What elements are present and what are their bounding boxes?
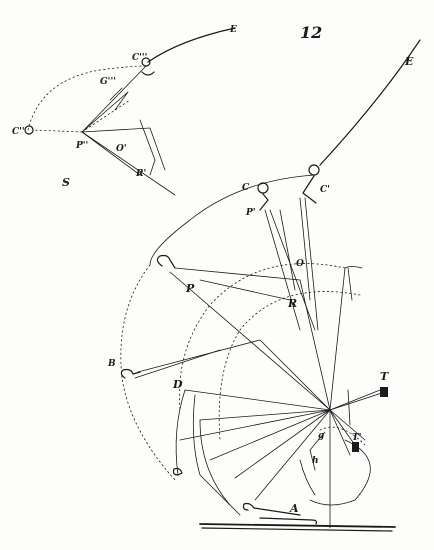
tool-T-icon xyxy=(380,387,388,397)
upper-limb-6 xyxy=(81,131,176,196)
leg-C1-d xyxy=(279,209,296,291)
ray-6 xyxy=(254,409,331,501)
ray-2 xyxy=(179,409,331,441)
line-to-T1 xyxy=(329,409,356,446)
foot-A xyxy=(242,502,301,516)
inner-arc-3 xyxy=(344,266,363,269)
outer-arc-solid xyxy=(319,39,421,166)
limb-D-3 xyxy=(199,419,231,506)
joint-C xyxy=(257,182,269,194)
upper-arc-to-E xyxy=(147,27,236,63)
hook-P xyxy=(156,254,176,269)
joint-C2 xyxy=(24,125,34,135)
leg-C-b xyxy=(264,209,301,331)
label-g: g xyxy=(318,431,324,441)
label-C: C xyxy=(242,183,250,193)
upper-dotted-arc xyxy=(27,65,146,131)
label-B: B xyxy=(107,359,116,369)
leg-C1-b xyxy=(299,197,311,301)
label-C3-upper: C''' xyxy=(132,53,147,63)
label-C2-upper: C'' xyxy=(12,127,25,137)
joint-C1 xyxy=(308,164,320,176)
inner-arc-1 xyxy=(179,263,346,411)
label-P2-upper: P'' xyxy=(75,141,88,151)
ray-7 xyxy=(329,267,346,411)
main-figure: E C C' P' O P R B D T T' g h A xyxy=(107,39,421,532)
line-P-3 xyxy=(199,279,291,301)
label-T1: T' xyxy=(352,433,361,443)
inner-arc-4 xyxy=(347,267,353,301)
line-B-1 xyxy=(137,339,331,411)
upper-limb-8 xyxy=(139,119,156,176)
label-R-upper: R' xyxy=(135,169,146,179)
label-E-right: E xyxy=(404,55,414,68)
tool-T1-icon xyxy=(352,442,359,452)
label-A: A xyxy=(289,502,299,515)
upper-limb-9 xyxy=(109,87,123,101)
ray-1 xyxy=(184,389,331,411)
ray-3 xyxy=(209,409,331,461)
label-P: P xyxy=(185,282,195,295)
ground-plank-top xyxy=(199,523,396,528)
label-R: R xyxy=(287,297,297,310)
upper-limb-1 xyxy=(81,65,147,133)
upper-hook xyxy=(141,71,155,76)
upper-limb-5 xyxy=(81,131,141,176)
label-O: O xyxy=(296,259,304,269)
line-P-1 xyxy=(174,267,331,411)
line-T-vert xyxy=(347,389,351,426)
label-T: T xyxy=(380,370,389,383)
ray-8 xyxy=(329,389,381,411)
label-D: D xyxy=(172,378,183,391)
sector-dotted xyxy=(319,426,366,446)
hook-B xyxy=(120,368,141,379)
foot-A-2 xyxy=(259,517,318,525)
label-O-upper: O' xyxy=(116,144,127,154)
upper-limb-7 xyxy=(81,99,131,133)
label-P1: P' xyxy=(245,208,256,218)
ray-10 xyxy=(329,409,351,456)
sector-arc-2 xyxy=(299,459,316,496)
upper-limb-3 xyxy=(32,129,83,133)
sector-arc xyxy=(309,439,371,506)
ray-9 xyxy=(329,409,366,441)
g-line xyxy=(309,431,326,471)
label-h: h xyxy=(312,456,319,466)
limb-D-1 xyxy=(175,389,186,476)
label-E-upper: E xyxy=(229,25,237,35)
leg-C-a xyxy=(259,193,269,211)
label-C1: C' xyxy=(320,185,330,195)
ray-4 xyxy=(234,409,331,479)
upper-limb-4 xyxy=(81,127,166,171)
label-S: S xyxy=(62,176,70,189)
leg-C1-a xyxy=(302,175,317,204)
outer-arc-upper xyxy=(149,174,316,266)
label-G3-upper: G''' xyxy=(100,77,116,87)
inner-arc-2 xyxy=(218,291,361,441)
line-B-2 xyxy=(134,349,221,379)
foot-left xyxy=(172,467,183,476)
leg-C-c xyxy=(269,209,316,331)
line-to-T xyxy=(329,391,386,411)
limb-D-2 xyxy=(192,394,241,516)
ray-5 xyxy=(199,409,331,421)
upper-subfigure: E C''' G''' C'' P'' O' R' S xyxy=(12,25,237,196)
figure-number: 12 xyxy=(300,23,322,42)
outer-arc-dotted xyxy=(120,264,176,481)
upper-limb-2 xyxy=(81,91,129,133)
leg-C1-c xyxy=(304,197,319,331)
ground-plank-bottom xyxy=(201,527,393,532)
line-P-2 xyxy=(169,271,331,411)
